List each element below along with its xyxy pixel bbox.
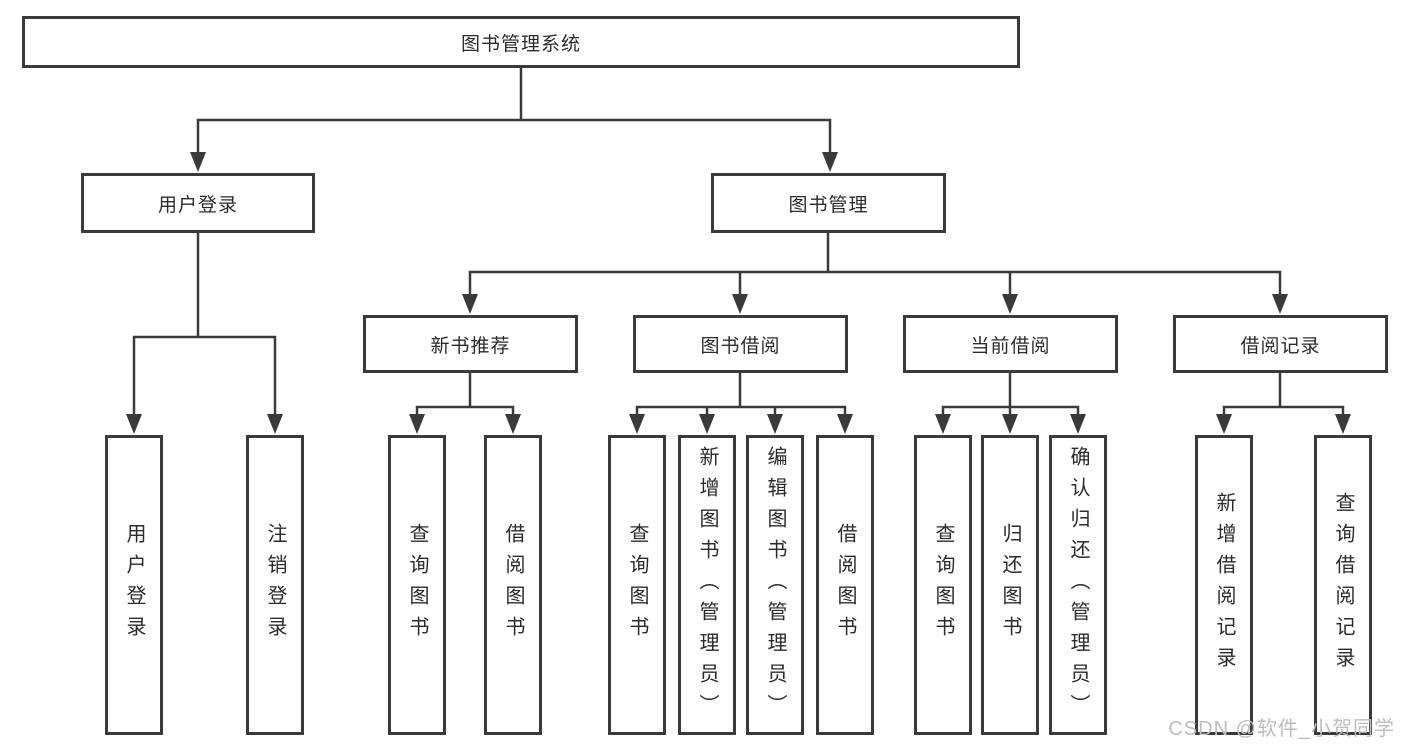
node-leaf-user-login: 用户登录 bbox=[105, 435, 163, 735]
node-leaf-record-query: 查询借阅记录 bbox=[1314, 435, 1372, 735]
node-book-borrowing: 图书借阅 bbox=[633, 315, 848, 373]
arrowheads bbox=[126, 152, 1351, 434]
node-leaf-logout-label: 注销登录 bbox=[264, 523, 286, 647]
node-leaf-current-confirm-return-admin-label: 确认归还（管理员） bbox=[1067, 445, 1089, 725]
node-borrowing-records: 借阅记录 bbox=[1173, 315, 1388, 373]
node-leaf-newbook-query-books: 查询图书 bbox=[388, 435, 446, 735]
node-current-borrowing: 当前借阅 bbox=[903, 315, 1118, 373]
node-leaf-record-add: 新增借阅记录 bbox=[1195, 435, 1253, 735]
node-leaf-borrow-borrow-books-label: 借阅图书 bbox=[834, 523, 856, 647]
node-current-borrowing-label: 当前借阅 bbox=[970, 335, 1051, 357]
node-leaf-current-return-books: 归还图书 bbox=[981, 435, 1039, 735]
node-book-management: 图书管理 bbox=[711, 173, 946, 233]
node-leaf-borrow-edit-books-admin-label: 编辑图书（管理员） bbox=[764, 445, 786, 725]
node-root-label: 图书管理系统 bbox=[460, 33, 581, 55]
node-leaf-current-query-books: 查询图书 bbox=[914, 435, 972, 735]
node-borrowing-records-label: 借阅记录 bbox=[1240, 335, 1321, 357]
node-new-book-recommend: 新书推荐 bbox=[363, 315, 578, 373]
node-book-management-label: 图书管理 bbox=[788, 194, 869, 216]
node-leaf-record-query-label: 查询借阅记录 bbox=[1332, 492, 1354, 678]
node-leaf-current-query-books-label: 查询图书 bbox=[932, 523, 954, 647]
node-leaf-logout: 注销登录 bbox=[246, 435, 304, 735]
node-leaf-current-confirm-return-admin: 确认归还（管理员） bbox=[1049, 435, 1107, 735]
node-leaf-borrow-add-books-admin-label: 新增图书（管理员） bbox=[696, 445, 718, 725]
node-leaf-record-add-label: 新增借阅记录 bbox=[1213, 492, 1235, 678]
node-leaf-user-login-label: 用户登录 bbox=[123, 523, 145, 647]
node-root: 图书管理系统 bbox=[22, 16, 1020, 68]
node-leaf-newbook-query-books-label: 查询图书 bbox=[406, 523, 428, 647]
node-leaf-newbook-borrow-books: 借阅图书 bbox=[484, 435, 542, 735]
node-book-borrowing-label: 图书借阅 bbox=[700, 335, 781, 357]
node-leaf-newbook-borrow-books-label: 借阅图书 bbox=[502, 523, 524, 647]
node-leaf-borrow-query-books-label: 查询图书 bbox=[626, 523, 648, 647]
node-leaf-current-return-books-label: 归还图书 bbox=[999, 523, 1021, 647]
node-new-book-recommend-label: 新书推荐 bbox=[430, 335, 511, 357]
csdn-watermark: CSDN @软件_小贺同学 bbox=[1168, 718, 1395, 740]
node-leaf-borrow-borrow-books: 借阅图书 bbox=[816, 435, 874, 735]
node-user-login-label: 用户登录 bbox=[157, 194, 238, 216]
node-user-login: 用户登录 bbox=[81, 173, 315, 233]
node-leaf-borrow-query-books: 查询图书 bbox=[608, 435, 666, 735]
node-leaf-borrow-add-books-admin: 新增图书（管理员） bbox=[678, 435, 736, 735]
node-leaf-borrow-edit-books-admin: 编辑图书（管理员） bbox=[746, 435, 804, 735]
